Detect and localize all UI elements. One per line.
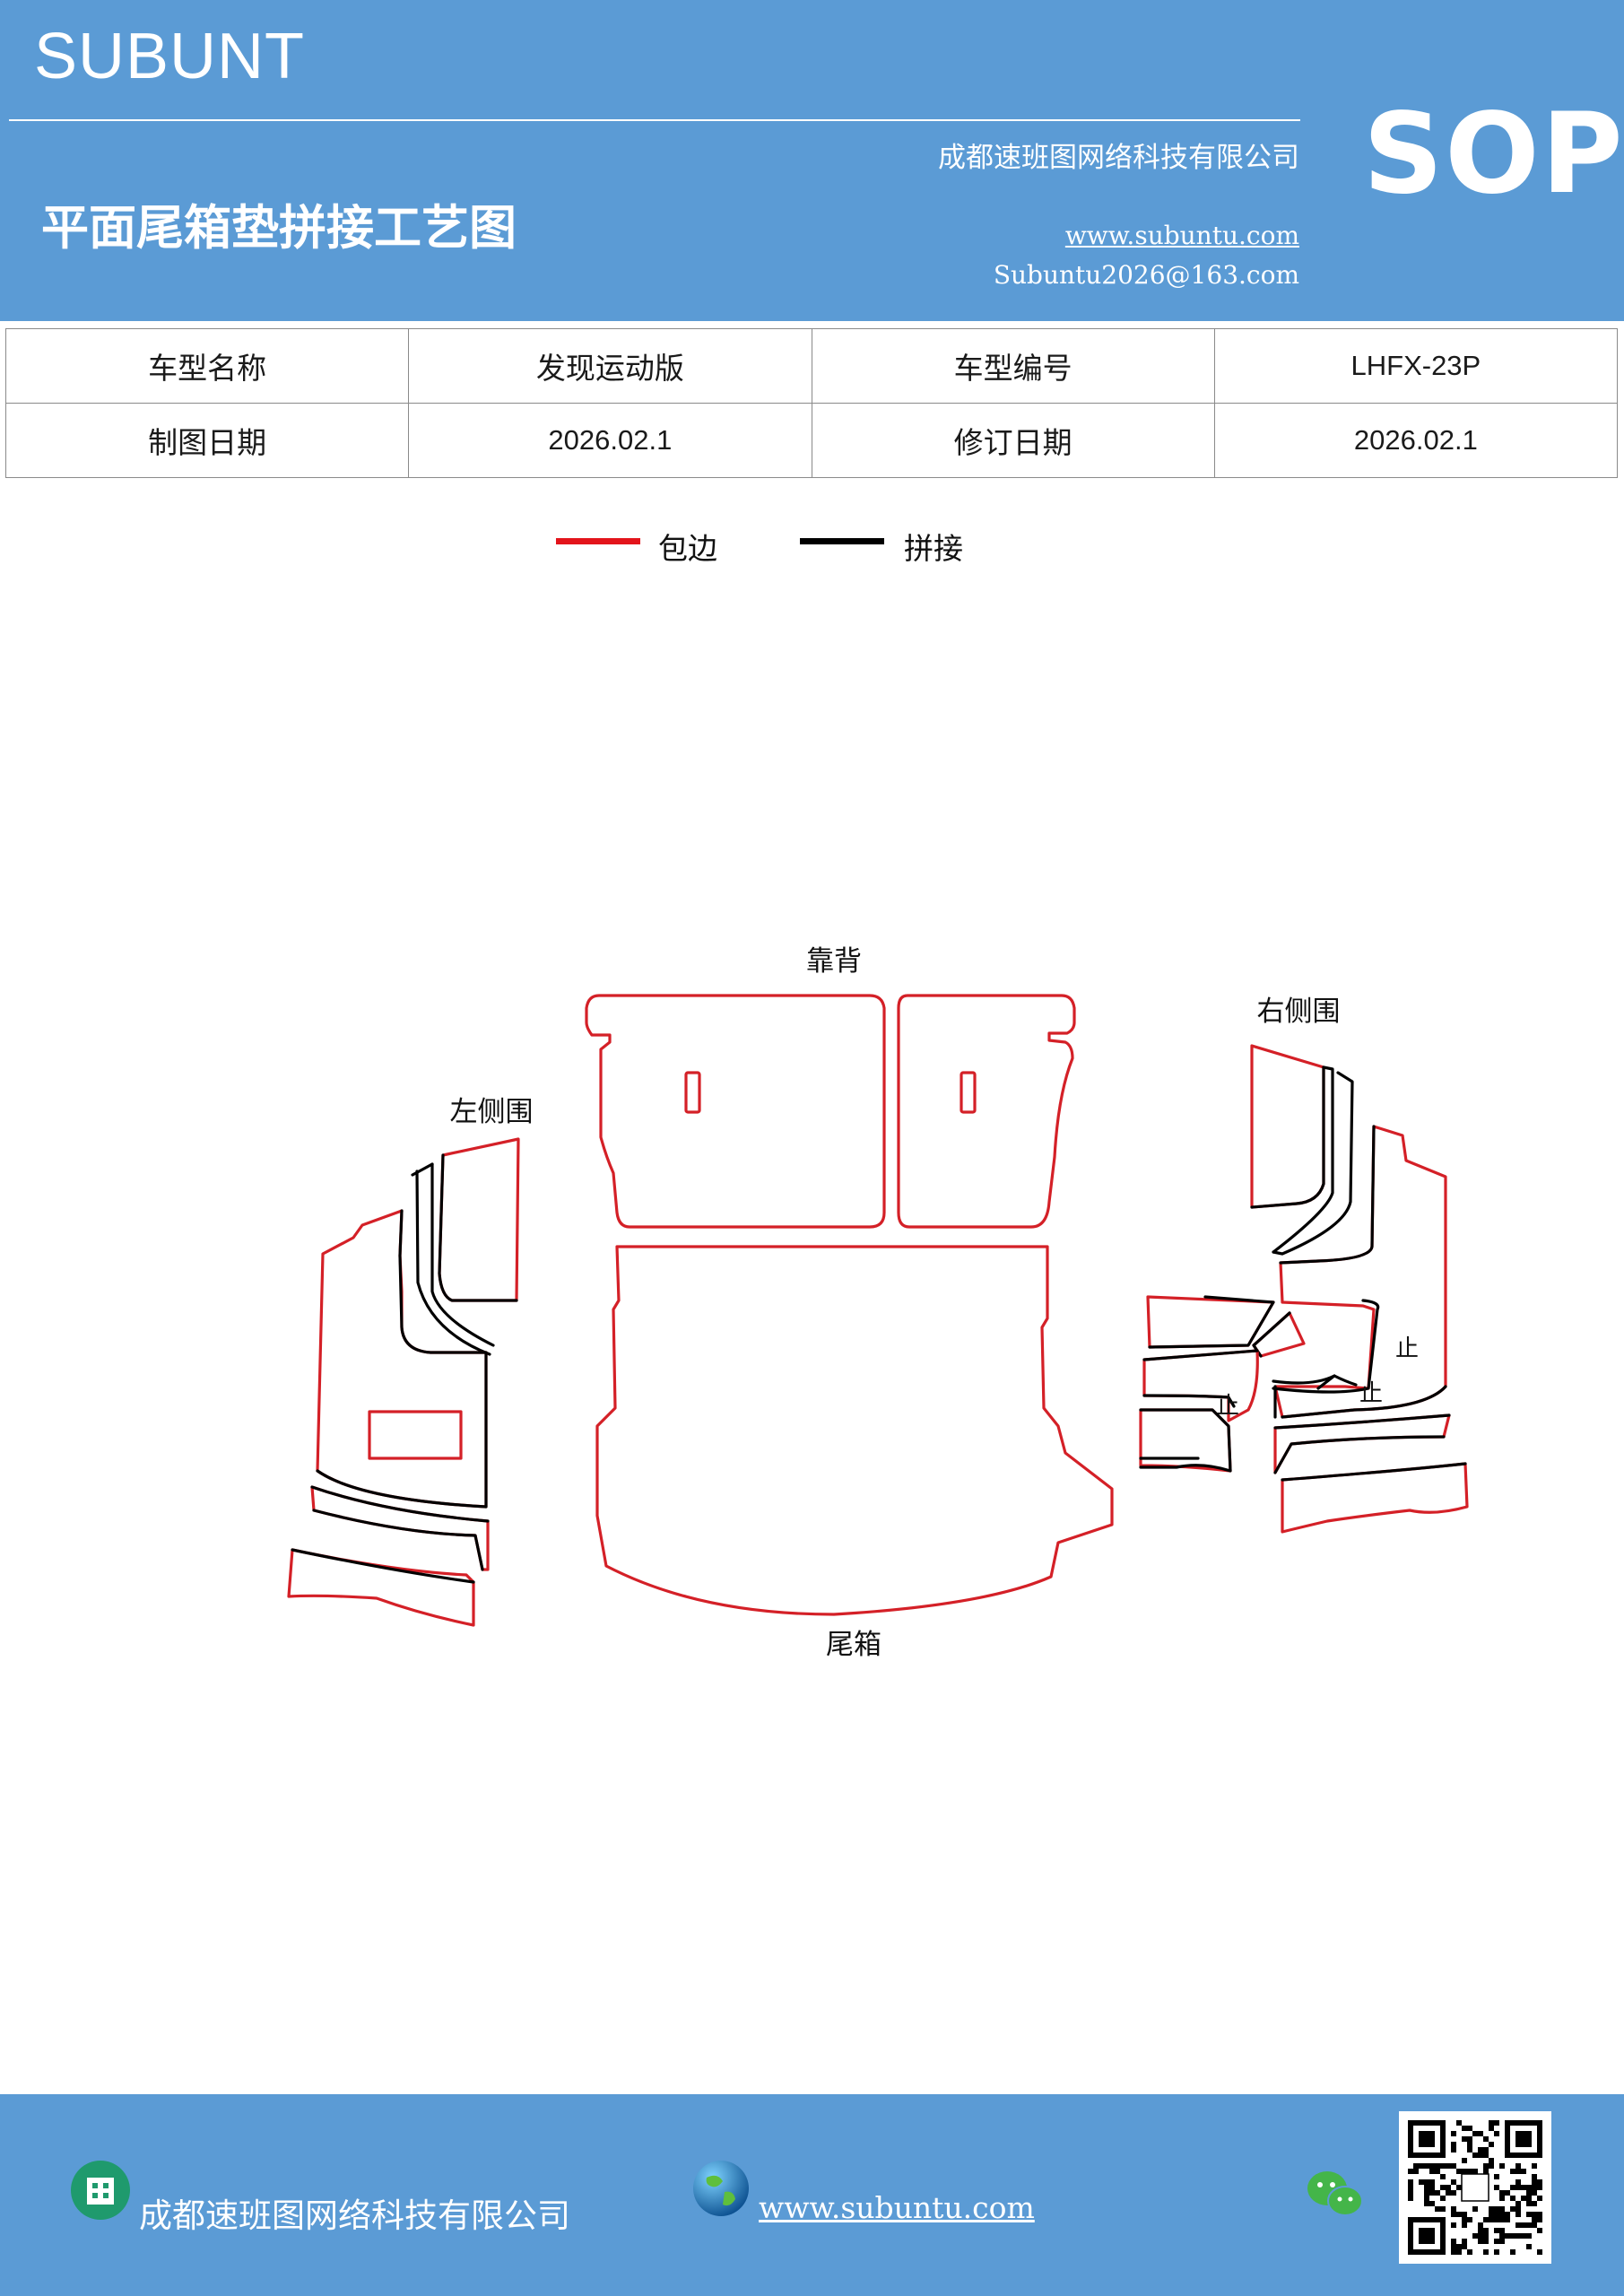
left-side-seam [411, 1162, 434, 1177]
left-side-seam [430, 1162, 495, 1347]
website-link[interactable]: www.subuntu.com [1064, 221, 1299, 250]
trunk-floor-panel [595, 1245, 1114, 1616]
draw-date-label: 制图日期 [4, 403, 410, 478]
model-code-label: 车型编号 [811, 328, 1215, 404]
model-code-value: LHFX-23P [1213, 328, 1619, 404]
legend-swatch-seam [800, 538, 884, 544]
backrest-label: 靠背 [806, 945, 862, 978]
legend-label-seam: 拼接 [904, 531, 963, 566]
left-side-strip-2 [287, 1548, 475, 1627]
right-side-upper-piece [1250, 1044, 1325, 1209]
revision-date-value: 2026.02.1 [1213, 403, 1619, 478]
right-side-inner-piece [1139, 1408, 1232, 1473]
revision-date-label: 修订日期 [811, 403, 1215, 478]
model-name-value: 发现运动版 [408, 328, 812, 404]
stop-mark: 止 [1395, 1335, 1419, 1362]
left-side-seam [415, 1170, 491, 1356]
right-side-inner-piece [1146, 1295, 1275, 1349]
right-side-main-piece [1272, 1125, 1447, 1419]
right-side-strip-2 [1281, 1462, 1469, 1534]
stop-mark: 止 [1216, 1393, 1239, 1420]
backrest-right-panel [897, 994, 1076, 1229]
legend: 包边 拼接 [556, 525, 1022, 570]
trunk-label: 尾箱 [826, 1629, 881, 1661]
legend-swatch-edge [556, 538, 640, 544]
footer-company-name: 成都速班图网络科技有限公司 [139, 2196, 570, 2235]
vehicle-info-table: 车型名称 发现运动版 车型编号 LHFX-23P 制图日期 2026.02.1 … [4, 328, 1619, 478]
globe-icon [693, 2161, 749, 2216]
backrest-right-slot [960, 1071, 977, 1114]
model-name-label: 车型名称 [4, 328, 410, 404]
company-name: 成都速班图网络科技有限公司 [938, 142, 1299, 174]
right-side-strip-1 [1273, 1413, 1451, 1474]
document-title: 平面尾箱垫拼接工艺图 [41, 200, 517, 256]
left-side-upper-piece [438, 1153, 518, 1302]
header-divider [9, 119, 1300, 121]
right-side-label: 右侧围 [1257, 996, 1341, 1028]
left-side-main-piece [316, 1209, 488, 1509]
left-side-label: 左侧围 [450, 1096, 534, 1128]
building-icon [71, 2161, 130, 2220]
left-side-strip-2 [291, 1548, 475, 1584]
qr-code [1399, 2111, 1551, 2264]
right-side-strip-2 [1281, 1462, 1467, 1482]
backrest-left-slot [684, 1071, 701, 1114]
right-side-inner-piece [1148, 1295, 1275, 1349]
left-side-cutout [368, 1410, 463, 1460]
header-banner [0, 0, 1624, 321]
left-side-main-piece [316, 1209, 488, 1509]
right-side-inner-piece [1142, 1349, 1259, 1408]
wechat-icon [1307, 2171, 1363, 2216]
right-side-seam [1272, 1374, 1358, 1419]
legend-label-edge: 包边 [658, 531, 717, 566]
table-row: 制图日期 2026.02.1 修订日期 2026.02.1 [4, 403, 1619, 478]
draw-date-value: 2026.02.1 [408, 403, 812, 478]
right-side-inner-piece [1252, 1311, 1306, 1358]
right-side-upper-piece [1250, 1065, 1325, 1209]
table-row: 车型名称 发现运动版 车型编号 LHFX-23P [4, 328, 1619, 404]
right-side-main-piece [1273, 1125, 1447, 1419]
stop-mark: 止 [1359, 1380, 1383, 1407]
footer-website-link[interactable]: www.subuntu.com [759, 2190, 1035, 2225]
brand-name: SUBUNT [34, 21, 306, 92]
email-address: Subuntu2026@163.com [993, 260, 1299, 290]
backrest-left-panel [585, 994, 886, 1229]
sop-badge: SOP [1363, 90, 1624, 219]
left-side-strip-1 [310, 1485, 490, 1571]
left-side-upper-piece [438, 1137, 520, 1302]
right-side-seam [1272, 1071, 1354, 1256]
right-side-seam [1272, 1065, 1334, 1254]
